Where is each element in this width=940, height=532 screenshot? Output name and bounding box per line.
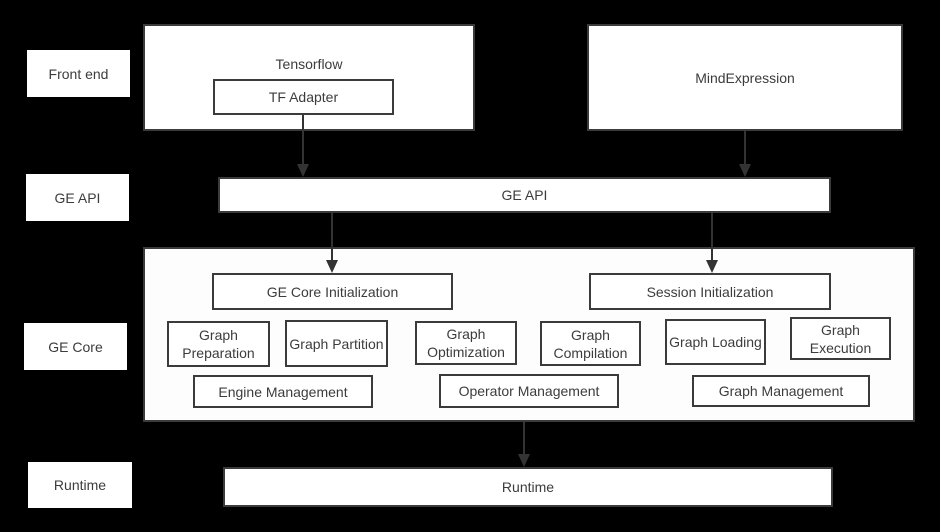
arrow-shaft xyxy=(523,422,525,454)
tensorflow-box: Tensorflow TF Adapter xyxy=(143,24,475,131)
arrow-shaft xyxy=(331,213,333,260)
stage-box-graph-execution: Graph Execution xyxy=(790,317,891,360)
arrow-head xyxy=(706,260,718,273)
arrow-shaft xyxy=(711,213,713,260)
arrow-head xyxy=(739,164,751,177)
stage-box-graph-optimization: Graph Optimization xyxy=(415,321,517,365)
arrow-mindexpression-to-ge-api xyxy=(739,131,751,177)
stage-box-graph-partition: Graph Partition xyxy=(285,320,388,367)
operator-management-box: Operator Management xyxy=(439,374,619,408)
stage-box-graph-compilation: Graph Compilation xyxy=(540,321,641,366)
arrow-shaft xyxy=(744,131,746,164)
row-label-ge-core: GE Core xyxy=(24,323,127,370)
tensorflow-label: Tensorflow xyxy=(275,56,343,72)
session-initialization-box: Session Initialization xyxy=(589,273,831,310)
row-label-ge-api: GE API xyxy=(26,174,129,221)
stage-box-graph-preparation: Graph Preparation xyxy=(167,321,270,367)
arrow-head xyxy=(297,164,309,177)
arrow-head xyxy=(326,260,338,273)
row-label-front-end: Front end xyxy=(27,50,130,97)
tf-adapter-box: TF Adapter xyxy=(213,79,394,115)
arrow-ge-core-to-runtime xyxy=(518,422,530,467)
graph-management-box: Graph Management xyxy=(692,375,870,407)
ge-core-initialization-box: GE Core Initialization xyxy=(212,273,453,310)
mindexpression-box: MindExpression xyxy=(587,24,903,131)
ge-core-box: GE Core Initialization Session Initializ… xyxy=(143,247,915,422)
ge-api-bar: GE API xyxy=(218,177,831,213)
runtime-bar: Runtime xyxy=(223,467,833,507)
arrow-head xyxy=(518,454,530,467)
engine-management-box: Engine Management xyxy=(193,375,373,408)
arrow-ge-api-to-session-initialization xyxy=(706,213,718,273)
arrow-shaft xyxy=(302,115,304,164)
arrow-ge-api-to-ge-core-initialization xyxy=(326,213,338,273)
stage-box-graph-loading: Graph Loading xyxy=(665,319,766,365)
row-label-runtime: Runtime xyxy=(28,462,132,508)
arrow-tf-adapter-to-ge-api xyxy=(297,115,309,177)
